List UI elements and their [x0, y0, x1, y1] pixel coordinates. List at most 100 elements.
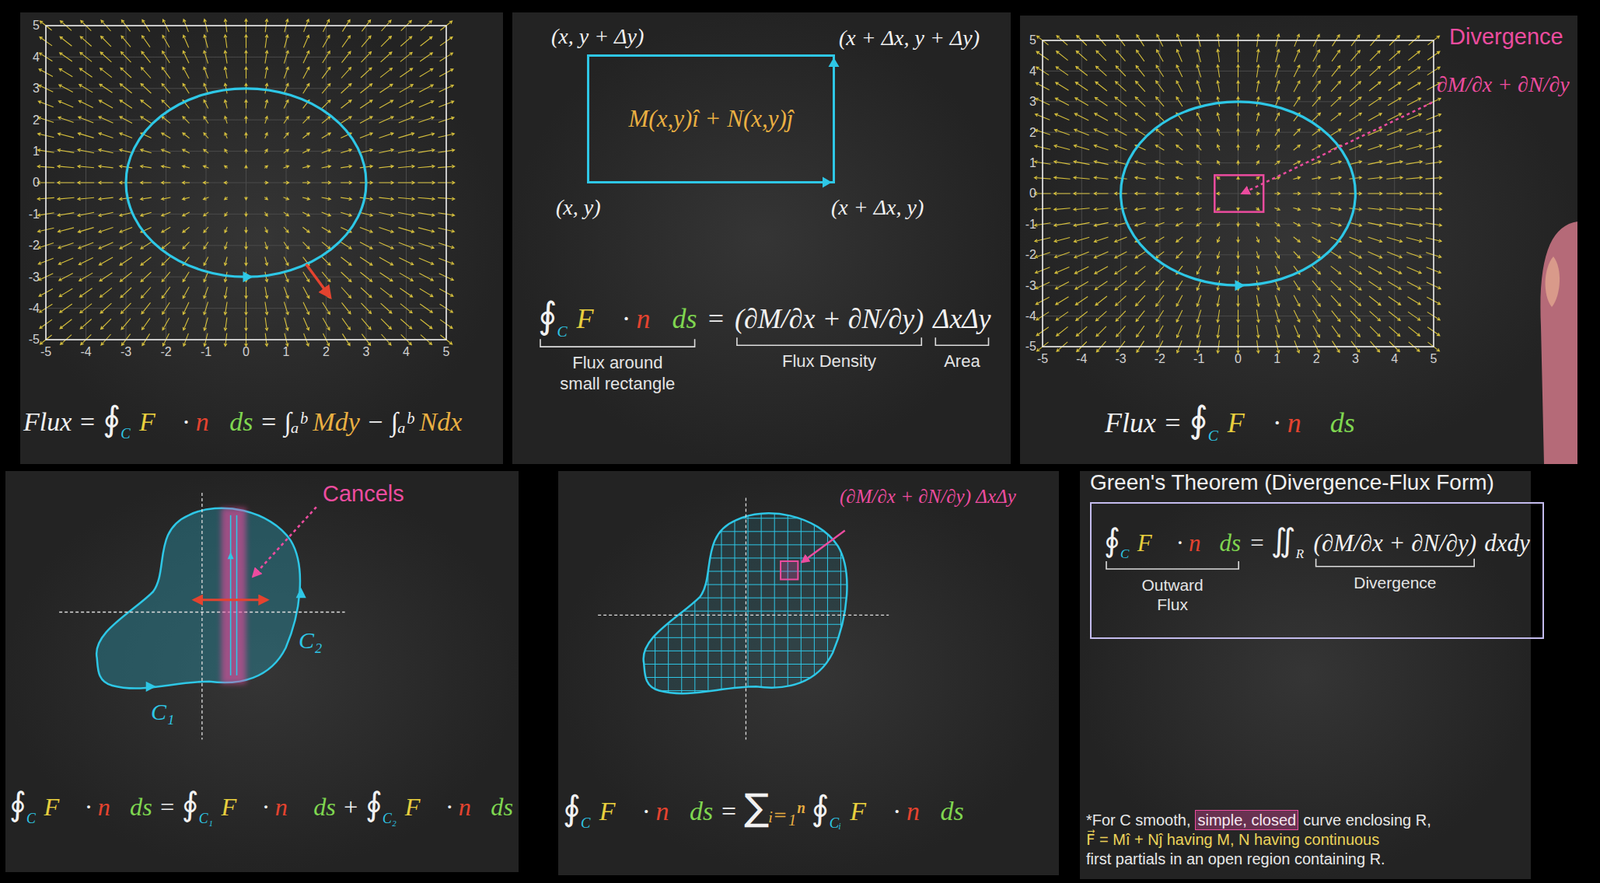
edge-direction — [227, 551, 235, 559]
shared-edge — [236, 515, 238, 676]
formula-term: ΔxΔy — [932, 302, 991, 336]
grid-line — [800, 495, 802, 720]
theorem-title: Green's Theorem (Divergence-Flux Form) — [1089, 469, 1545, 497]
coordinate-label: (x, y + Δy) — [551, 23, 644, 50]
region-outline — [643, 513, 848, 694]
highlight-band — [221, 508, 247, 685]
tick-label: 1 — [32, 143, 40, 159]
tick-label: 3 — [1029, 94, 1037, 109]
tick-label: 0 — [32, 174, 40, 190]
orientation-arrow — [243, 271, 254, 283]
tick-label: -2 — [28, 237, 40, 253]
leader-line — [802, 531, 846, 563]
formula-row: ∮C F⃗ · n⃗ds=(∂M/∂x + ∂N/∂y)ΔxΔy — [537, 293, 992, 338]
field-arrows — [37, 19, 455, 347]
tick-label: -4 — [80, 344, 91, 360]
axis — [597, 614, 889, 616]
tick-label: -1 — [28, 206, 40, 222]
chalkboard-panel — [512, 12, 1011, 465]
tick-label: 1 — [282, 344, 290, 360]
grid-line — [707, 495, 709, 720]
tick-label: -5 — [1025, 338, 1037, 354]
grid-line — [853, 495, 855, 720]
coordinate-label: (x + Δx, y + Δy) — [838, 24, 980, 52]
tick-label: 2 — [322, 344, 330, 360]
footnote: first partials in an open region contain… — [1086, 849, 1386, 869]
term-caption: Divergence — [1340, 572, 1450, 593]
tick-label: -3 — [28, 269, 40, 285]
normal-vectors — [193, 598, 268, 601]
vector-field-plot — [37, 19, 455, 347]
grid-line — [667, 495, 669, 720]
theorem-box: Green's Theorem (Divergence-Flux Form) ∮C… — [1089, 469, 1545, 640]
term-caption: Outward Flux — [1129, 575, 1216, 615]
small-rectangle — [1214, 174, 1264, 212]
tick-label: -4 — [28, 300, 40, 316]
tick-label: 4 — [1029, 63, 1037, 79]
tick-label: 0 — [1029, 185, 1037, 201]
shared-edge — [230, 515, 232, 676]
underbrace — [935, 337, 989, 346]
tick-label: 1 — [1273, 351, 1281, 367]
footnote: curve enclosing R, — [1303, 810, 1432, 830]
presenter-hand — [1545, 256, 1560, 308]
formula: ∮C F⃗ · n⃗ds = ∑ᵢ₌₁ⁿ ∮Cᵢ F⃗ · n⃗ds — [562, 785, 965, 830]
grid-line — [618, 517, 874, 519]
tick-label: -5 — [1037, 351, 1049, 367]
tick-label: -2 — [1154, 351, 1166, 367]
tick-label: 4 — [32, 49, 40, 65]
chalkboard-panel — [1020, 15, 1578, 465]
coordinate-label: (x + Δx, y) — [831, 194, 924, 221]
grid-line — [840, 495, 842, 720]
grid-line — [618, 703, 874, 705]
tick-label: -1 — [1025, 216, 1037, 232]
tick-label: 2 — [32, 112, 40, 128]
plot-frame — [1042, 40, 1434, 347]
formula-term: = ∬R — [1248, 522, 1306, 560]
formula-term: ∮C F⃗ · n⃗ds — [1103, 522, 1241, 560]
grid-line — [681, 495, 682, 720]
leader-line — [253, 506, 317, 577]
chalkboard-panel — [5, 471, 519, 873]
field-arrows — [1034, 34, 1442, 354]
formula-term: ∮C F⃗ · n⃗ds — [537, 293, 698, 338]
footnote-line: *For C smooth,simple, closedcurve enclos… — [1086, 810, 1528, 831]
underbrace — [737, 337, 922, 346]
grid-line — [641, 495, 643, 720]
leader-line — [1242, 102, 1433, 194]
grid-line — [774, 495, 776, 720]
grid-line — [618, 637, 874, 639]
tick-label: -3 — [120, 344, 132, 360]
formula-term: = — [706, 302, 726, 336]
tick-label: -4 — [1025, 308, 1037, 324]
presenter — [1540, 221, 1578, 465]
grid-line — [618, 584, 874, 586]
tick-label: 2 — [1313, 351, 1321, 367]
theorem-frame: ∮C F⃗ · n⃗ds= ∬R(∂M/∂x + ∂N/∂y)dxdyOutwa… — [1089, 502, 1545, 640]
chalkboard-panel — [20, 12, 504, 465]
field-label: M(x,y)î + N(x,y)ĵ — [628, 104, 794, 133]
term-caption: Flux Density — [771, 351, 888, 372]
divergence-formula: ∂M/∂x + ∂N/∂y — [1436, 71, 1570, 98]
normal-vector — [306, 264, 331, 297]
tick-label: 0 — [1234, 351, 1242, 367]
tick-label: 3 — [32, 80, 40, 96]
axis — [201, 492, 203, 741]
divergence-label: Divergence — [1449, 23, 1564, 51]
tick-label: -3 — [1114, 351, 1126, 367]
vector-field-plot — [1034, 34, 1442, 354]
orientation-arrow — [146, 681, 157, 692]
tick-label: 5 — [32, 17, 40, 33]
region — [96, 508, 301, 689]
grid-line — [761, 495, 762, 720]
tick-label: 3 — [363, 344, 371, 360]
coordinate-label: (x, y) — [555, 194, 601, 221]
tick-label: -1 — [1193, 351, 1205, 367]
grid-line — [654, 495, 656, 720]
footnote-highlight: simple, closed — [1194, 810, 1299, 831]
closed-curve — [1121, 101, 1356, 286]
flux-rectangle: M(x,y)î + N(x,y)ĵ — [586, 54, 835, 184]
